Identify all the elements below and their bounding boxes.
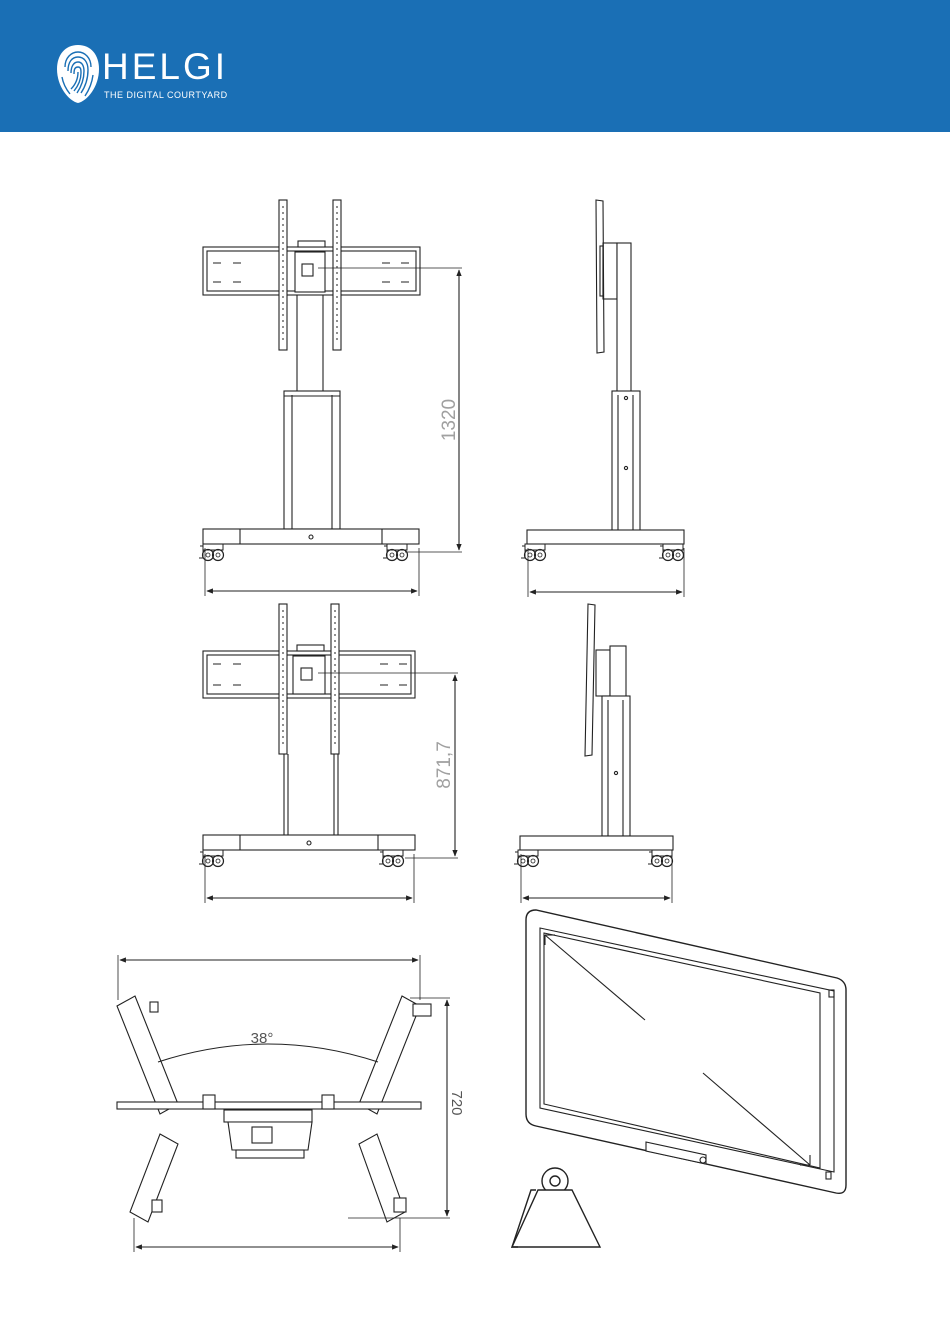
angle-label: 38° [251,1030,274,1047]
height-dimension-high: 1320 [439,399,460,441]
side-view-low [514,604,673,903]
front-view-high [199,200,462,596]
brand-name: HELGI [102,48,228,85]
height-dimension-low: 871,7 [434,741,455,789]
header-bar: HELGI THE DIGITAL COURTYARD [0,0,950,132]
fingerprint-icon [55,43,101,105]
side-view-high [521,200,684,597]
top-view [117,955,450,1252]
brand-tagline: THE DIGITAL COURTYARD [104,90,228,100]
depth-dimension: 720 [448,1090,465,1115]
front-view-low [199,604,458,903]
technical-drawings: 1320 871,7 38° 720 [0,132,950,1344]
weight-icon [512,1168,600,1247]
display-perspective-view [526,910,846,1193]
